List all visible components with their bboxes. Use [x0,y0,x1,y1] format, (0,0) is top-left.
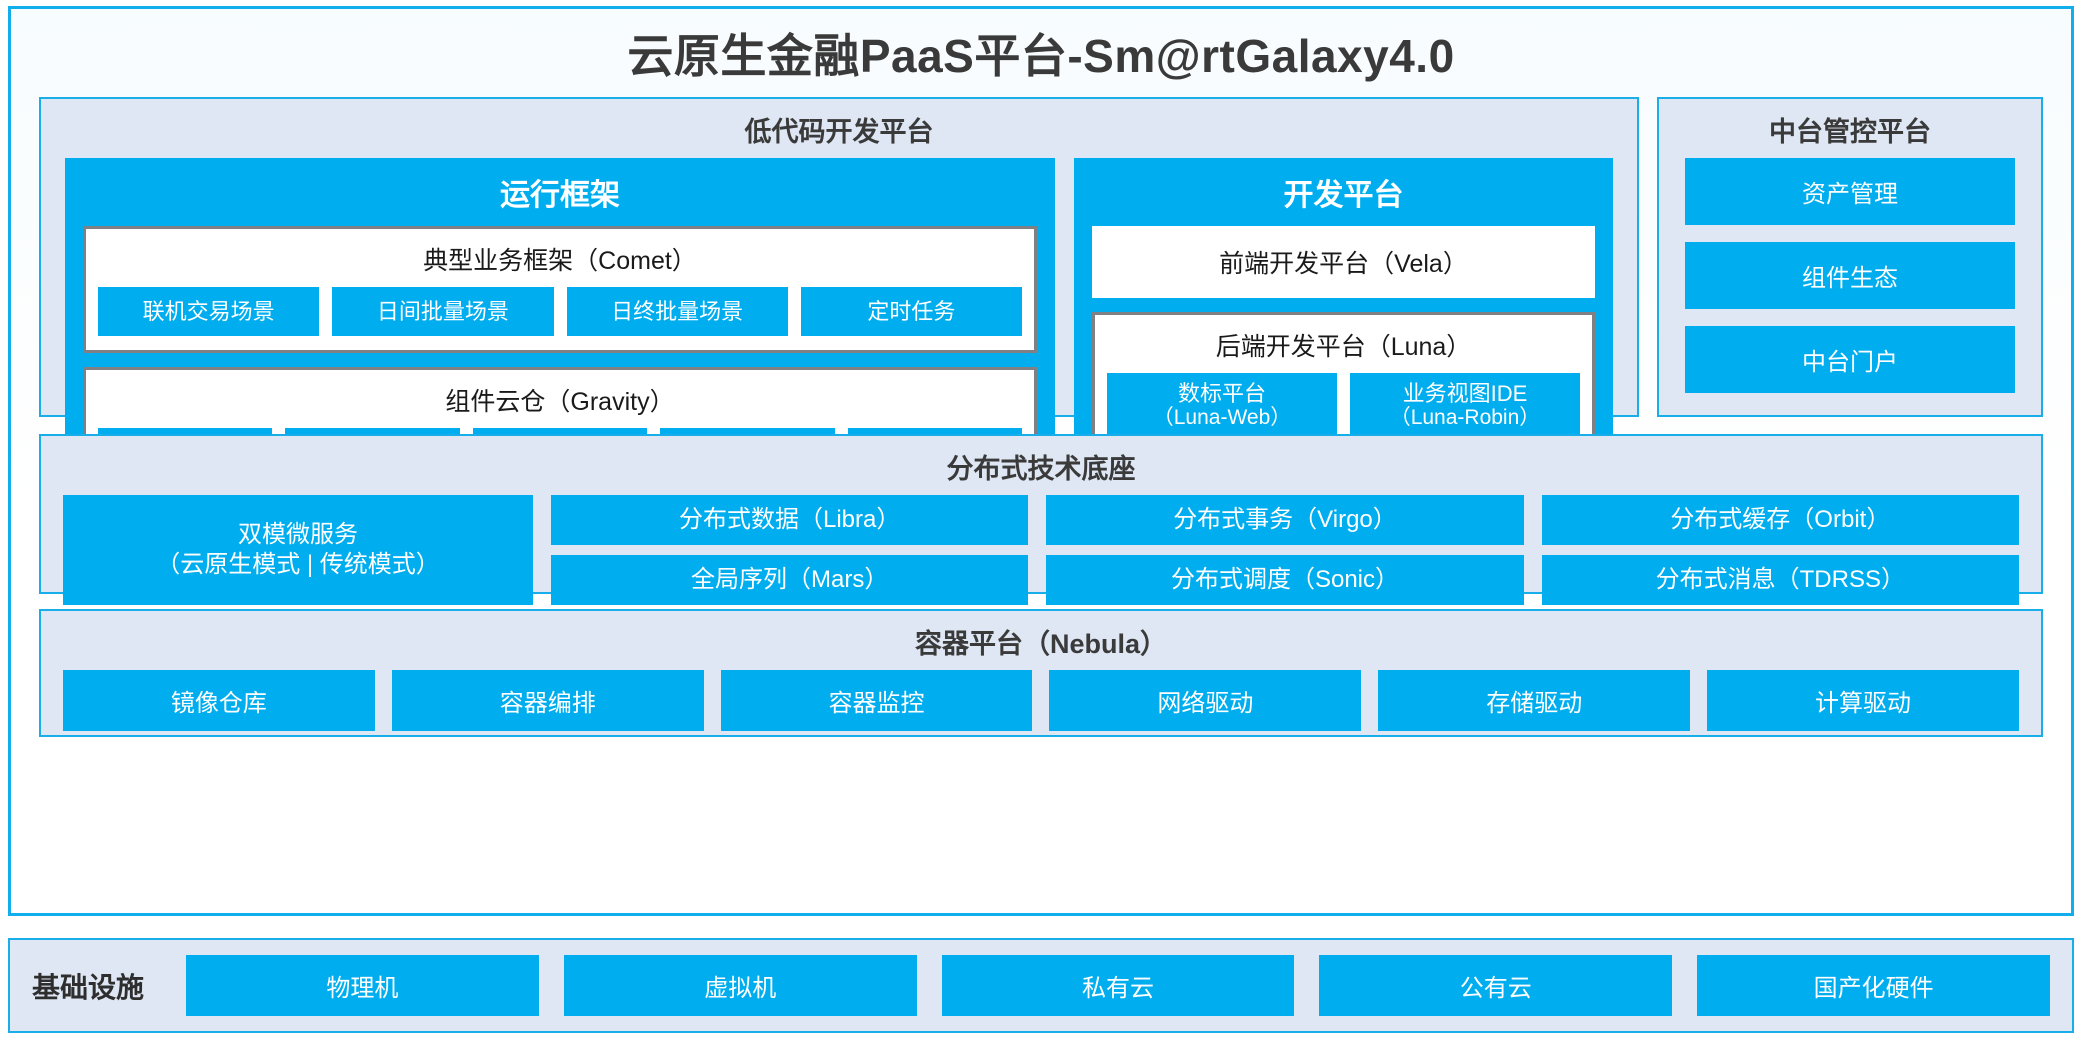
midcontrol-item-asset-management[interactable]: 资产管理 [1685,158,2015,225]
top-row: 低代码开发平台 运行框架 典型业务框架（Comet） 联机交易场景 日间批量场景… [39,97,2043,509]
infra-item-physical-machine[interactable]: 物理机 [186,955,539,1016]
tech-base-panel: 分布式技术底座 双模微服务 （云原生模式 | 传统模式） 分布式数据（Libra… [39,434,2043,605]
infra-item-virtual-machine[interactable]: 虚拟机 [563,955,917,1016]
gravity-group-title: 组件云仓（Gravity） [445,388,675,417]
container-item-monitoring[interactable]: 容器监控 [720,670,1033,731]
luna-web-code: （Luna-Web） [1152,406,1292,430]
infrastructure-label: 基础设施 [32,971,145,1003]
comet-chip-row: 联机交易场景 日间批量场景 日终批量场景 定时任务 [98,287,1022,337]
vela-frontend-title: 前端开发平台（Vela） [1219,250,1468,278]
container-item-compute-driver[interactable]: 计算驱动 [1707,670,2019,731]
comet-group-title: 典型业务框架（Comet） [423,247,697,275]
tech-column-2: 分布式事务（Virgo） 分布式调度（Sonic） [1046,495,1524,605]
luna-backend-box: 后端开发平台（Luna） 数标平台 （Luna-Web） 业务视图IDE （Lu… [1092,312,1595,456]
container-platform-body: 镜像仓库 容器编排 容器监控 网络驱动 存储驱动 计算驱动 [41,670,2041,747]
tech-item-mars[interactable]: 全局序列（Mars） [551,555,1029,605]
infra-item-private-cloud[interactable]: 私有云 [941,955,1295,1016]
page-title: 云原生金融PaaS平台-Sm@rtGalaxy4.0 [627,30,1455,82]
luna-robin-code: （Luna-Robin） [1389,406,1541,430]
tech-item-virgo[interactable]: 分布式事务（Virgo） [1046,495,1524,545]
comet-group-box: 典型业务框架（Comet） 联机交易场景 日间批量场景 日终批量场景 定时任务 [83,226,1037,354]
midcontrol-item-component-ecosystem[interactable]: 组件生态 [1685,242,2015,309]
luna-backend-title: 后端开发平台（Luna） [1215,333,1472,361]
tech-item-dual-mode-microservice[interactable]: 双模微服务 （云原生模式 | 传统模式） [63,495,533,605]
container-item-image-registry[interactable]: 镜像仓库 [63,670,375,731]
container-item-network-driver[interactable]: 网络驱动 [1049,670,1362,731]
comet-item-eod-batch[interactable]: 日终批量场景 [566,287,788,337]
luna-item-luna-robin[interactable]: 业务视图IDE （Luna-Robin） [1350,373,1580,439]
microservice-modes: （云原生模式 | 传统模式） [156,551,440,578]
tech-column-1: 分布式数据（Libra） 全局序列（Mars） [551,495,1029,605]
development-platform-title: 开发平台 [1283,179,1404,212]
midcontrol-item-portal[interactable]: 中台门户 [1685,326,2015,393]
luna-chip-row: 数标平台 （Luna-Web） 业务视图IDE （Luna-Robin） [1107,373,1580,439]
midcontrol-platform-title: 中台管控平台 [1769,117,1931,147]
luna-web-name: 数标平台 [1177,381,1266,406]
comet-item-intraday-batch[interactable]: 日间批量场景 [332,287,554,337]
lowcode-platform-title: 低代码开发平台 [744,117,934,147]
infra-item-public-cloud[interactable]: 公有云 [1319,955,1673,1016]
lowcode-platform-panel: 低代码开发平台 运行框架 典型业务框架（Comet） 联机交易场景 日间批量场景… [39,97,1639,509]
comet-item-online-transaction[interactable]: 联机交易场景 [98,287,320,337]
luna-robin-name: 业务视图IDE [1402,381,1528,406]
tech-column-microservice: 双模微服务 （云原生模式 | 传统模式） [63,495,533,605]
infrastructure-panel: 基础设施 物理机 虚拟机 私有云 公有云 国产化硬件 [8,938,2074,1033]
container-item-storage-driver[interactable]: 存储驱动 [1378,670,1691,731]
tech-item-tdrss[interactable]: 分布式消息（TDRSS） [1541,555,2019,605]
luna-item-luna-web[interactable]: 数标平台 （Luna-Web） [1107,373,1337,439]
tech-item-sonic[interactable]: 分布式调度（Sonic） [1046,555,1524,605]
container-platform-title: 容器平台（Nebula） [914,629,1168,659]
midcontrol-platform-body: 资产管理 组件生态 中台门户 [1659,158,2041,407]
platform-main-card: 云原生金融PaaS平台-Sm@rtGalaxy4.0 低代码开发平台 运行框架 … [8,6,2074,916]
tech-base-title: 分布式技术底座 [946,454,1136,484]
tech-item-libra[interactable]: 分布式数据（Libra） [551,495,1029,545]
container-item-orchestration[interactable]: 容器编排 [391,670,704,731]
comet-item-scheduled-task[interactable]: 定时任务 [800,287,1022,337]
tech-base-body: 双模微服务 （云原生模式 | 传统模式） 分布式数据（Libra） 全局序列（M… [41,495,2041,619]
lowcode-platform-body: 运行框架 典型业务框架（Comet） 联机交易场景 日间批量场景 日终批量场景 … [41,158,1637,527]
infrastructure-chips: 物理机 虚拟机 私有云 公有云 国产化硬件 [186,955,2050,1016]
infra-item-domestic-hardware[interactable]: 国产化硬件 [1697,955,2050,1016]
tech-item-orbit[interactable]: 分布式缓存（Orbit） [1541,495,2019,545]
container-platform-panel: 容器平台（Nebula） 镜像仓库 容器编排 容器监控 网络驱动 存储驱动 计算… [39,609,2043,737]
midcontrol-platform-panel: 中台管控平台 资产管理 组件生态 中台门户 [1657,97,2043,417]
microservice-name: 双模微服务 [238,521,358,548]
tech-column-3: 分布式缓存（Orbit） 分布式消息（TDRSS） [1541,495,2019,605]
runtime-framework-title: 运行框架 [500,179,620,212]
vela-frontend-box[interactable]: 前端开发平台（Vela） [1092,226,1595,298]
